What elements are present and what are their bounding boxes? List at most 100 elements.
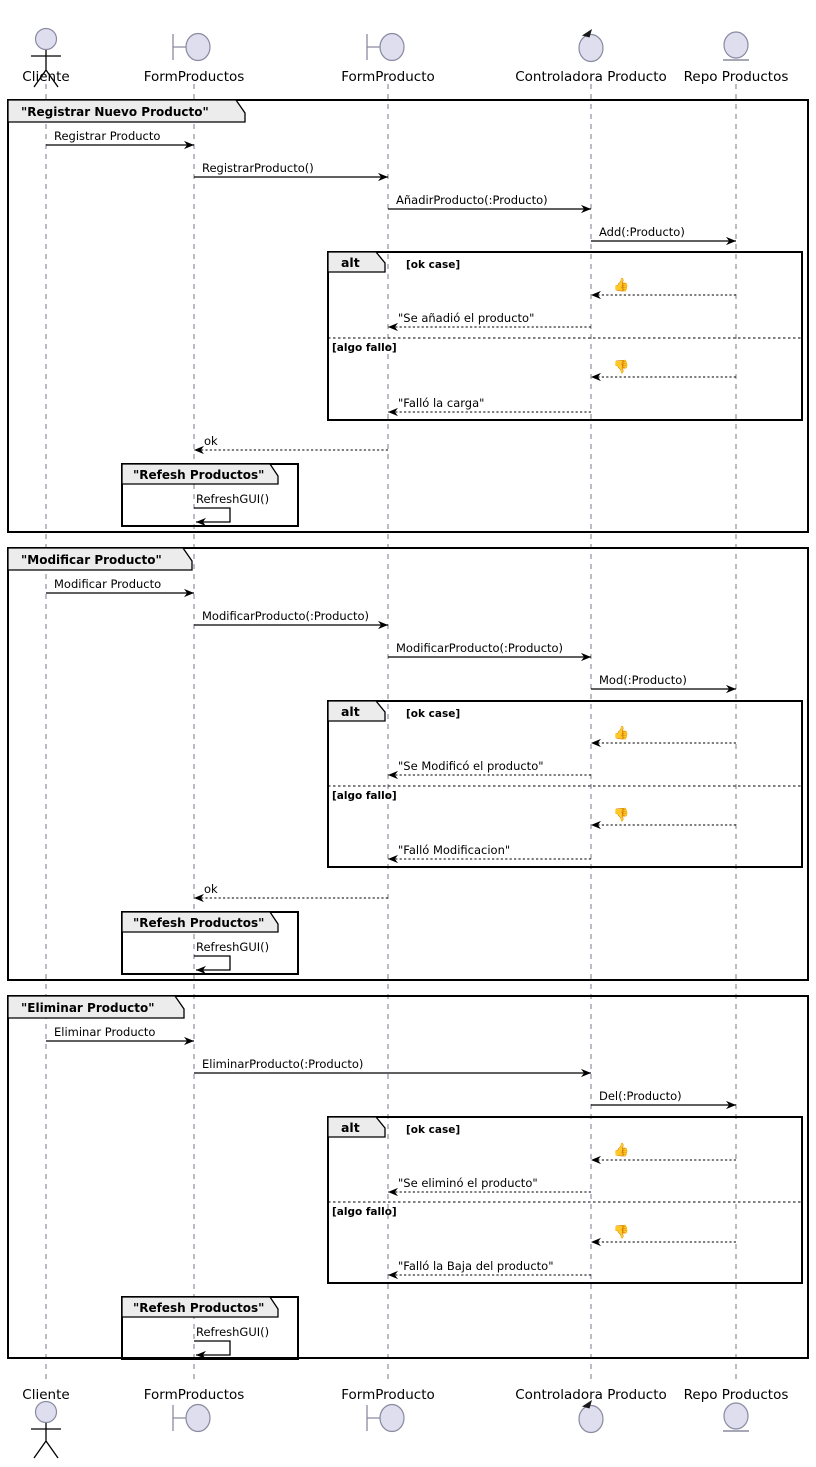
- participant-label-cliente: Cliente: [22, 1387, 69, 1403]
- message-label: ModificarProducto(:Producto): [202, 609, 369, 623]
- message-m10: RefreshGUI(): [194, 492, 269, 527]
- participant-formproducto-top[interactable]: FormProducto: [341, 32, 435, 86]
- message-m7: 👎: [591, 359, 736, 382]
- alt-operator-label: alt: [341, 704, 360, 719]
- message-m20: RefreshGUI(): [194, 940, 269, 975]
- fragment-title: "Eliminar Producto": [21, 1001, 154, 1015]
- fragment-frag-eliminar: "Eliminar Producto": [7, 995, 809, 1359]
- participant-label-formproductos: FormProductos: [144, 1387, 245, 1403]
- message-m2: RegistrarProducto(): [194, 161, 388, 182]
- alt-guard-0: [ok case]: [406, 708, 460, 720]
- participant-formproducto-bottom[interactable]: FormProducto: [341, 1387, 435, 1433]
- message-m5: 👍: [591, 277, 736, 300]
- participants-bottom: Cliente FormProductos FormProducto Controla…: [22, 1387, 789, 1459]
- message-m28: RefreshGUI(): [194, 1325, 269, 1360]
- message-m11: Modificar Producto: [46, 577, 194, 598]
- message-m15: 👍: [591, 725, 736, 748]
- message-label: RefreshGUI(): [196, 1325, 269, 1339]
- participant-label-cliente: Cliente: [22, 69, 69, 85]
- message-m17: 👎: [591, 807, 736, 830]
- message-m12: ModificarProducto(:Producto): [194, 609, 388, 630]
- thumbs-down-icon: 👎: [613, 807, 629, 823]
- thumbs-up-icon: 👍: [613, 1142, 629, 1158]
- thumbs-down-icon: 👎: [613, 1224, 629, 1240]
- participant-cliente-top[interactable]: Cliente: [22, 27, 70, 88]
- alt-operator-tab: [327, 251, 386, 273]
- alt-operator-tab: [327, 700, 386, 722]
- message-label: RefreshGUI(): [196, 492, 269, 506]
- message-label: Del(:Producto): [599, 1089, 682, 1103]
- message-label: "Se añadió el producto": [398, 311, 534, 325]
- participant-repo-bottom[interactable]: Repo Productos: [684, 1387, 789, 1432]
- refresh-tab: [121, 463, 279, 485]
- message-label: RegistrarProducto(): [202, 161, 314, 175]
- alt-guard-1: [algo fallo]: [332, 790, 397, 802]
- participant-cliente-bottom[interactable]: Cliente: [22, 1387, 70, 1459]
- participant-formproductos-bottom[interactable]: FormProductos: [144, 1387, 245, 1433]
- message-m4: Add(:Producto): [591, 225, 736, 246]
- alt-operator-label: alt: [341, 1120, 360, 1135]
- message-label: Modificar Producto: [54, 577, 161, 591]
- fragment-frag-modificar: "Modificar Producto": [7, 547, 809, 981]
- self-message-line: [194, 507, 231, 527]
- message-m14: Mod(:Producto): [591, 673, 736, 694]
- boundary-icon: [379, 32, 405, 62]
- actor-icon: [34, 27, 58, 51]
- message-m19: ok: [194, 882, 388, 903]
- participant-label-controladora: Controladora Producto: [515, 69, 667, 85]
- participant-label-repo: Repo Productos: [684, 1387, 789, 1403]
- boundary-bar-icon: [172, 1405, 186, 1431]
- participant-repo-top[interactable]: Repo Productos: [684, 31, 789, 85]
- thumbs-up-icon: 👍: [613, 277, 629, 293]
- refresh-title: "Refesh Productos": [133, 1301, 264, 1315]
- entity-icon: [723, 1402, 749, 1430]
- alt-guard-0: [ok case]: [406, 259, 460, 271]
- message-m3: AñadirProducto(:Producto): [388, 193, 591, 214]
- fragments-layer: "Registrar Nuevo Producto""Modificar Pro…: [7, 99, 809, 1359]
- alt-border: [327, 251, 803, 421]
- control-arrow-icon: [582, 1400, 592, 1409]
- message-m27: "Falló la Baja del producto": [388, 1259, 591, 1280]
- fragment-title: "Modificar Producto": [21, 553, 162, 567]
- participant-label-formproducto: FormProducto: [341, 1387, 435, 1403]
- alt-operator-label: alt: [341, 255, 360, 270]
- boundary-icon: [185, 32, 211, 62]
- message-m13: ModificarProducto(:Producto): [388, 641, 591, 662]
- alt-guard-1: [algo fallo]: [332, 342, 397, 354]
- alt-fragment-alt-eliminar: alt[ok case][algo fallo]: [327, 1116, 803, 1284]
- message-label: EliminarProducto(:Producto): [202, 1057, 363, 1071]
- boundary-icon: [379, 1403, 405, 1433]
- message-m9: ok: [194, 434, 388, 455]
- alt-border: [327, 1116, 803, 1284]
- message-m1: Registrar Producto: [46, 129, 194, 150]
- boundary-bar-icon: [366, 34, 380, 60]
- control-icon: [578, 33, 604, 63]
- refresh-fragment-refresh-3: "Refesh Productos": [121, 1296, 299, 1360]
- message-label: "Falló Modificacion": [398, 843, 510, 857]
- message-m18: "Falló Modificacion": [388, 843, 591, 864]
- message-label: Registrar Producto: [54, 129, 160, 143]
- fragment-tab: [7, 995, 185, 1019]
- refresh-title: "Refesh Productos": [133, 468, 264, 482]
- entity-icon: [723, 31, 749, 59]
- participant-controladora-bottom[interactable]: Controladora Producto: [515, 1387, 667, 1434]
- self-message-line: [194, 1340, 231, 1360]
- message-m21: Eliminar Producto: [46, 1025, 194, 1046]
- boundary-icon: [185, 1403, 211, 1433]
- participant-label-formproducto: FormProducto: [341, 69, 435, 85]
- message-label: RefreshGUI(): [196, 940, 269, 954]
- control-icon: [578, 1404, 604, 1434]
- boundary-bar-icon: [172, 34, 186, 60]
- participant-formproductos-top[interactable]: FormProductos: [144, 32, 245, 86]
- message-label: "Falló la carga": [398, 396, 484, 410]
- alt-fragment-alt-registrar: alt [ok case] [algo fallo]: [327, 251, 803, 421]
- message-m22: EliminarProducto(:Producto): [194, 1057, 591, 1078]
- message-m16: "Se Modificó el producto": [388, 759, 591, 780]
- thumbs-up-icon: 👍: [613, 725, 629, 741]
- participant-controladora-top[interactable]: Controladora Producto: [515, 29, 667, 85]
- control-arrow-icon: [582, 29, 592, 38]
- actor-body-icon: [31, 1423, 61, 1459]
- message-m6: "Se añadió el producto": [388, 311, 591, 332]
- message-label: Add(:Producto): [599, 225, 685, 239]
